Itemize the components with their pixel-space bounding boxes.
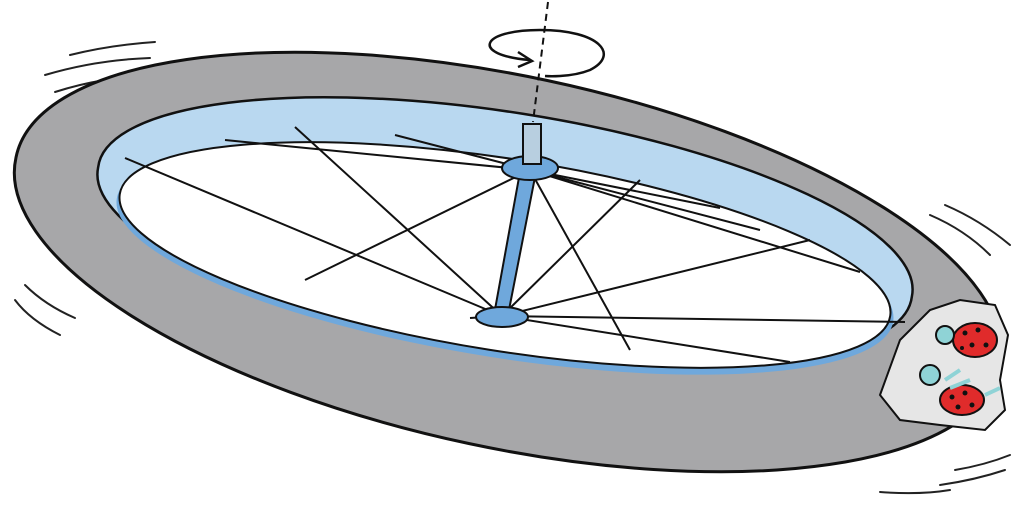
- spoke: [529, 169, 761, 231]
- spoke: [124, 157, 503, 317]
- spoke: [224, 139, 531, 171]
- hub-bottom-flange: [475, 306, 529, 328]
- spoke: [529, 169, 721, 209]
- motion-lines: [14, 41, 1011, 495]
- axle-nut: [522, 123, 542, 165]
- spoke: [501, 179, 641, 317]
- spoke: [501, 315, 906, 323]
- spoke: [501, 315, 791, 363]
- axis-line: [532, 1, 549, 123]
- tire-patch: [878, 298, 1010, 432]
- spoke: [294, 126, 503, 317]
- spoke: [501, 239, 811, 317]
- spoke: [529, 169, 861, 273]
- ladybug-icon: [935, 322, 998, 358]
- spoke: [529, 169, 631, 351]
- spoke: [304, 169, 531, 281]
- rotation-arrow-icon: [488, 28, 605, 78]
- ladybug-icon: [919, 364, 1001, 416]
- spokes: [124, 126, 906, 363]
